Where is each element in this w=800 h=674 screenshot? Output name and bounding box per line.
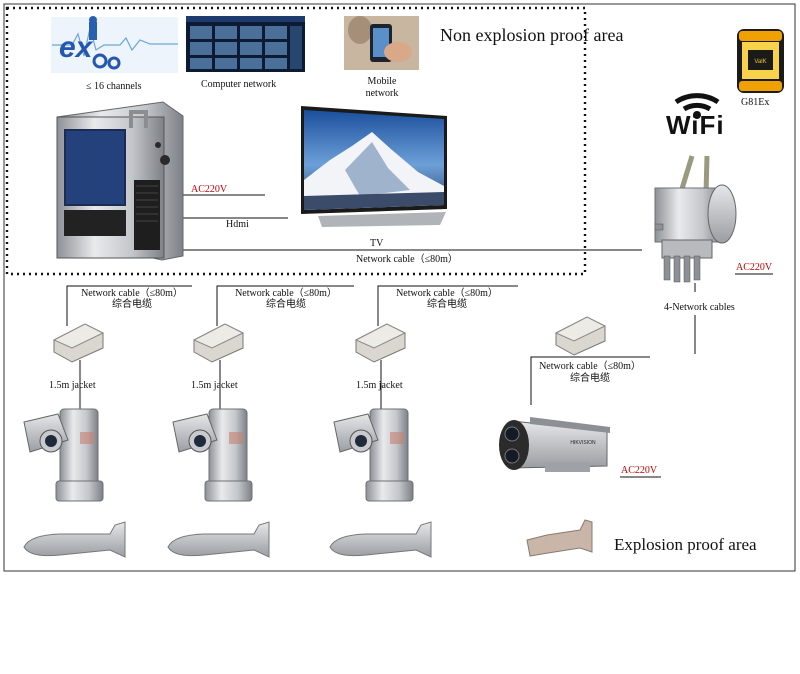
explosion-area-title: Explosion proof area bbox=[614, 535, 757, 554]
connection-lines bbox=[66, 194, 773, 478]
main-network-cable-label: Network cable（≤80m） bbox=[356, 254, 458, 265]
branch-1-cable-label: Network cable（≤80m） bbox=[81, 288, 183, 299]
branch-3-cable-cn: 综合电缆 bbox=[427, 299, 467, 310]
tv-label: TV bbox=[370, 238, 384, 249]
bullet-branch-cable-cn: 综合电缆 bbox=[570, 373, 610, 384]
ex-logo-text: ex bbox=[59, 31, 94, 64]
bullet-camera-power-label: AC220V bbox=[621, 465, 658, 476]
computer-network-screen bbox=[186, 16, 305, 72]
junction-power-label: AC220V bbox=[736, 262, 773, 273]
wifi-icon bbox=[674, 93, 720, 119]
junction-box bbox=[192, 323, 245, 363]
bullet-camera: HIKVISION bbox=[499, 417, 610, 472]
ptz-camera bbox=[333, 408, 414, 502]
ptz-camera bbox=[23, 408, 104, 502]
four-network-cables-label: 4-Network cables bbox=[664, 302, 735, 313]
jacket-label-3: 1.5m jacket bbox=[356, 380, 403, 391]
g81ex-phone: ValK bbox=[737, 29, 784, 93]
camera-brand-text: HIKVISION bbox=[570, 440, 596, 446]
g81ex-screen-text: ValK bbox=[754, 59, 766, 65]
wall-bracket bbox=[167, 521, 270, 558]
ex-logo-image: ex bbox=[51, 16, 178, 73]
computer-network-label: Computer network bbox=[201, 79, 277, 90]
bullet-branch-cable-label: Network cable（≤80m） bbox=[539, 361, 641, 372]
branch-1-cable-cn: 综合电缆 bbox=[112, 299, 152, 310]
wifi-logo-text: WiFi bbox=[666, 110, 725, 140]
branch-2-cable-cn: 综合电缆 bbox=[266, 299, 306, 310]
explosion-proof-recorder bbox=[56, 101, 184, 261]
jacket-label-2: 1.5m jacket bbox=[191, 380, 238, 391]
branch-3-cable-label: Network cable（≤80m） bbox=[396, 288, 498, 299]
ptz-camera bbox=[172, 408, 253, 502]
outer-border bbox=[3, 3, 796, 572]
tv-screen bbox=[301, 106, 447, 227]
wall-bracket bbox=[526, 519, 593, 557]
wall-bracket bbox=[23, 521, 126, 558]
hdmi-label: Hdmi bbox=[226, 219, 249, 230]
branch-2-cable-label: Network cable（≤80m） bbox=[235, 288, 337, 299]
channels-label: ≤ 16 channels bbox=[86, 81, 142, 92]
g81ex-label: G81Ex bbox=[741, 97, 770, 108]
non-explosion-area-title: Non explosion proof area bbox=[440, 25, 624, 45]
junction-box bbox=[554, 316, 607, 356]
wall-bracket bbox=[329, 521, 432, 558]
wifi-junction-box bbox=[654, 155, 737, 283]
junction-box bbox=[52, 323, 105, 363]
junction-box bbox=[354, 323, 407, 363]
mobile-network-label: Mobile network bbox=[365, 76, 399, 99]
non-explosion-boundary bbox=[5, 6, 587, 276]
jacket-label-1: 1.5m jacket bbox=[49, 380, 96, 391]
recorder-power-label: AC220V bbox=[191, 184, 228, 195]
mobile-phone-photo bbox=[344, 16, 419, 70]
